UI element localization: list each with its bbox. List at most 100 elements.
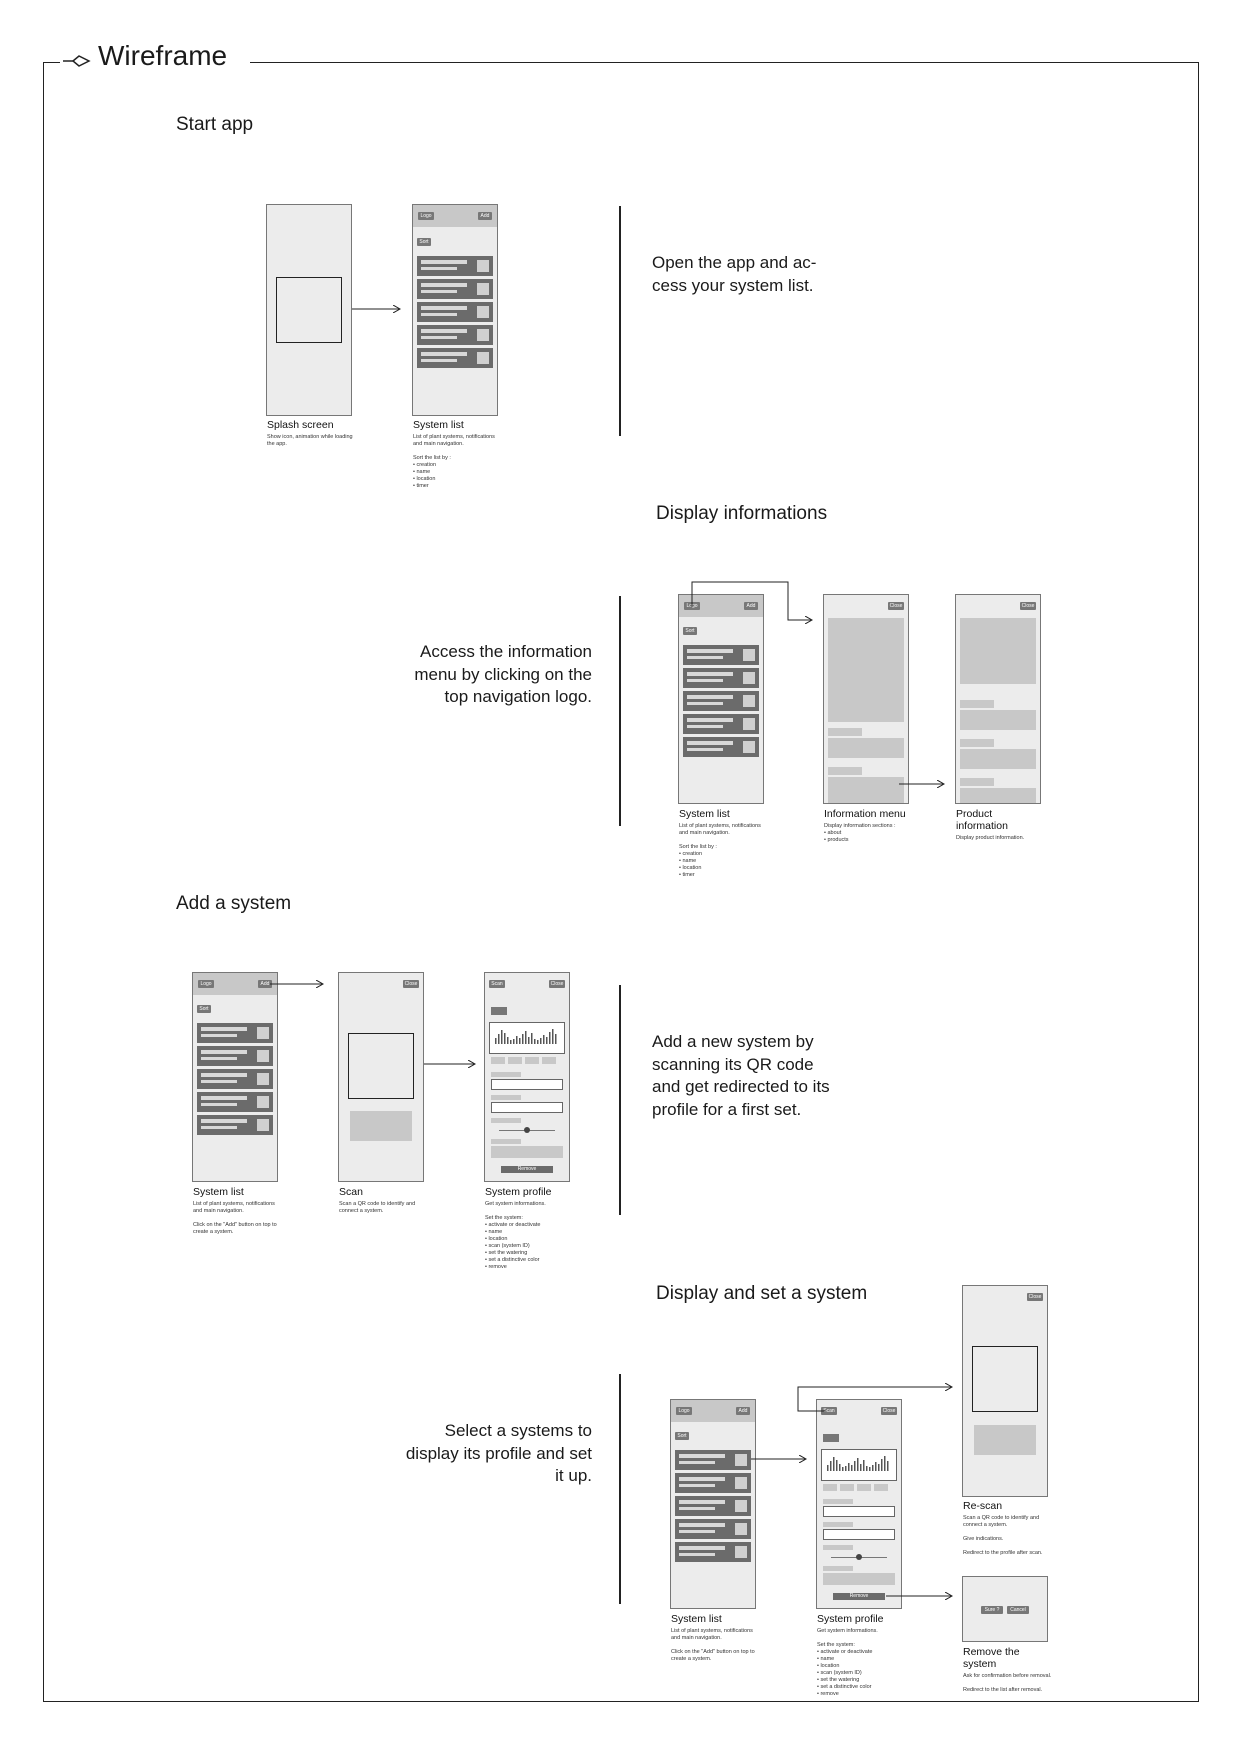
divider-line xyxy=(619,1374,621,1604)
list-item xyxy=(683,668,759,688)
field-label-placeholder xyxy=(823,1545,853,1550)
information-menu-note: Display information sections : • about •… xyxy=(824,823,896,843)
close-chip: Close xyxy=(403,980,419,988)
remove-system-label: Remove the system xyxy=(963,1646,1020,1670)
top-navigation-bar: Logo Add xyxy=(413,205,497,227)
system-list-label: System list xyxy=(671,1613,722,1625)
divider-line xyxy=(619,985,621,1215)
close-chip: Close xyxy=(1027,1293,1043,1301)
location-field xyxy=(491,1102,563,1113)
product-information-note: Display product information. xyxy=(956,835,1025,841)
watering-chart-icon xyxy=(489,1022,565,1054)
list-item xyxy=(417,325,493,345)
field-label-placeholder xyxy=(491,1118,521,1123)
information-menu-label: Information menu xyxy=(824,808,906,820)
list-item xyxy=(197,1115,273,1135)
system-profile-label: System profile xyxy=(817,1613,884,1625)
field-label-placeholder xyxy=(491,1139,521,1144)
section-heading-placeholder xyxy=(960,700,994,708)
system-list-wireframe: Logo Add Sort xyxy=(670,1399,756,1609)
list-item xyxy=(675,1450,751,1470)
watering-slider-thumb xyxy=(524,1127,530,1133)
top-navigation-bar: Logo Add xyxy=(671,1400,755,1422)
divider-line xyxy=(619,596,621,826)
cancel-button: Cancel xyxy=(1007,1606,1029,1614)
list-item xyxy=(197,1069,273,1089)
chip-placeholder xyxy=(525,1057,539,1064)
list-item xyxy=(683,691,759,711)
arrow-scan-to-rescan xyxy=(797,1387,952,1412)
section-heading-placeholder xyxy=(960,778,994,786)
chip-placeholder xyxy=(840,1484,854,1491)
description-start-app: Open the app and ac- cess your system li… xyxy=(652,253,817,295)
system-list-wireframe: Logo Add Sort xyxy=(192,972,278,1182)
system-list-note: List of plant systems, notifications and… xyxy=(413,434,495,489)
system-list-note: List of plant systems, notifications and… xyxy=(193,1201,277,1235)
section-placeholder xyxy=(960,749,1036,769)
logo-chip: Logo xyxy=(198,980,214,988)
description-display-set-system: Select a systems to display its profile … xyxy=(405,1421,592,1485)
rescan-wireframe: Close xyxy=(962,1285,1048,1497)
sort-chip: Sort xyxy=(683,627,697,635)
top-navigation-bar: Logo Add xyxy=(193,973,277,995)
list-item xyxy=(197,1092,273,1112)
splash-screen-wireframe xyxy=(266,204,352,416)
system-list-wireframe: Logo Add Sort xyxy=(412,204,498,416)
chip-placeholder xyxy=(491,1057,505,1064)
chip-placeholder xyxy=(823,1484,837,1491)
remove-system-dialog-wireframe: Sure ? Cancel xyxy=(962,1576,1048,1642)
indication-placeholder xyxy=(974,1425,1036,1455)
arrow-logo-to-info-menu xyxy=(691,581,812,620)
field-label-placeholder xyxy=(823,1566,853,1571)
logo-chip: Logo xyxy=(676,1407,692,1415)
list-item xyxy=(417,348,493,368)
color-selector-placeholder xyxy=(491,1146,563,1158)
sure-button: Sure ? xyxy=(981,1606,1003,1614)
sort-chip: Sort xyxy=(675,1432,689,1440)
product-information-label: Product information xyxy=(956,808,1008,832)
chip-placeholder xyxy=(857,1484,871,1491)
system-list-label: System list xyxy=(413,419,464,431)
list-item xyxy=(683,645,759,665)
close-chip: Close xyxy=(549,980,565,988)
list-item xyxy=(683,737,759,757)
remove-system-note: Ask for confirmation before removal. Red… xyxy=(963,1673,1052,1693)
qr-scan-area xyxy=(348,1033,414,1099)
section-heading-placeholder xyxy=(828,767,862,775)
add-chip: Add xyxy=(478,212,492,220)
section-placeholder xyxy=(960,710,1036,730)
add-chip: Add xyxy=(736,1407,750,1415)
frame-title: Wireframe xyxy=(98,40,242,72)
remove-button: Remove xyxy=(501,1166,553,1173)
section-title-display-set-system: Display and set a system xyxy=(656,1283,868,1304)
information-menu-wireframe: Close xyxy=(823,594,909,804)
list-item xyxy=(417,302,493,322)
system-profile-note: Get system informations. Set the system:… xyxy=(485,1201,546,1270)
splash-screen-label: Splash screen xyxy=(267,419,334,431)
chip-placeholder xyxy=(542,1057,556,1064)
sort-chip: Sort xyxy=(417,238,431,246)
product-information-wireframe: Close xyxy=(955,594,1041,804)
system-profile-label: System profile xyxy=(485,1186,552,1198)
scan-chip: Scan xyxy=(489,980,505,988)
watering-slider-thumb xyxy=(856,1554,862,1560)
field-label-placeholder xyxy=(491,1095,521,1100)
chip-placeholder xyxy=(508,1057,522,1064)
section-heading-placeholder xyxy=(960,739,994,747)
list-item xyxy=(675,1542,751,1562)
list-item xyxy=(197,1046,273,1066)
wireframe-frame xyxy=(43,62,1199,1702)
system-profile-wireframe: Scan Close Remove xyxy=(484,972,570,1182)
list-item xyxy=(197,1023,273,1043)
section-title-add-system: Add a system xyxy=(176,893,292,914)
list-item xyxy=(675,1473,751,1493)
list-item xyxy=(417,279,493,299)
remove-button: Remove xyxy=(833,1593,885,1600)
section-title-display-informations: Display informations xyxy=(656,503,828,524)
section-placeholder xyxy=(828,738,904,758)
content-placeholder xyxy=(828,618,904,722)
color-selector-placeholder xyxy=(823,1573,895,1585)
location-field xyxy=(823,1529,895,1540)
name-field xyxy=(491,1079,563,1090)
section-heading-placeholder xyxy=(828,728,862,736)
